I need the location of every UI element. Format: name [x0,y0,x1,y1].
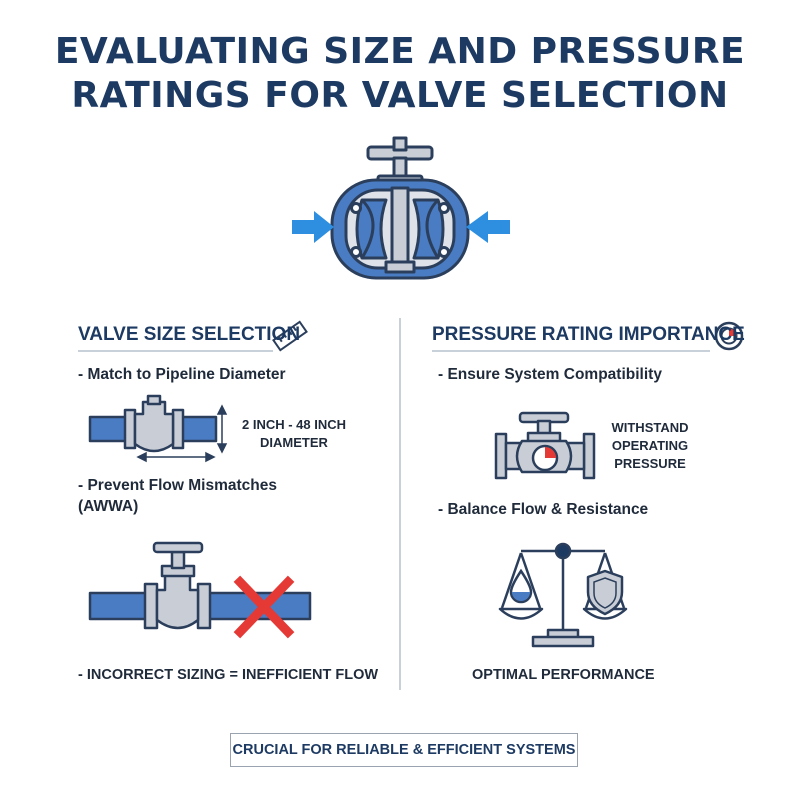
water-drop-icon [509,568,533,604]
section-divider [399,318,401,690]
valve-with-gauge-icon [494,411,596,480]
optimal-performance-caption: OPTIMAL PERFORMANCE [472,667,655,683]
bullet-system-compatibility: - Ensure System Compatibility [438,366,662,383]
left-heading-rule [78,350,273,352]
title-line-1: EVALUATING SIZE AND PRESSURE [54,31,746,72]
diameter-label: 2 INCH - 48 INCH DIAMETER [241,417,347,450]
gate-valve-pipe-icon [88,394,218,453]
bullet-prevent-mismatch: - Prevent Flow Mismatches (AWWA) [78,477,277,515]
valve-size-heading: VALVE SIZE SELECTION [78,324,301,345]
footer-banner: CRUCIAL FOR RELIABLE & EFFICIENT SYSTEMS [230,733,578,767]
diameter-marker [136,404,228,463]
flow-arrow-right-icon [466,211,510,243]
right-heading-rule [432,350,710,352]
pressure-gauge-icon [714,321,744,351]
balance-scale-icon [498,542,628,648]
withstand-label: WITHSTAND OPERATING PRESSURE [611,420,689,471]
bullet-match-pipeline: - Match to Pipeline Diameter [78,366,286,383]
pressure-rating-heading: PRESSURE RATING IMPORTANCE [432,324,745,345]
flow-arrow-left-icon [292,211,334,243]
page-title: EVALUATING SIZE AND PRESSURE RATINGS FOR… [0,30,800,118]
bullet-balance-flow: - Balance Flow & Resistance [438,501,649,518]
red-x-icon [233,575,295,639]
ruler-icon [272,320,308,352]
butterfly-valve-icon [330,136,470,280]
title-line-2: RATINGS FOR VALVE SELECTION [71,75,729,116]
shield-icon [586,569,624,616]
bullet-incorrect-sizing: - INCORRECT SIZING = INEFFICIENT FLOW [78,667,379,683]
